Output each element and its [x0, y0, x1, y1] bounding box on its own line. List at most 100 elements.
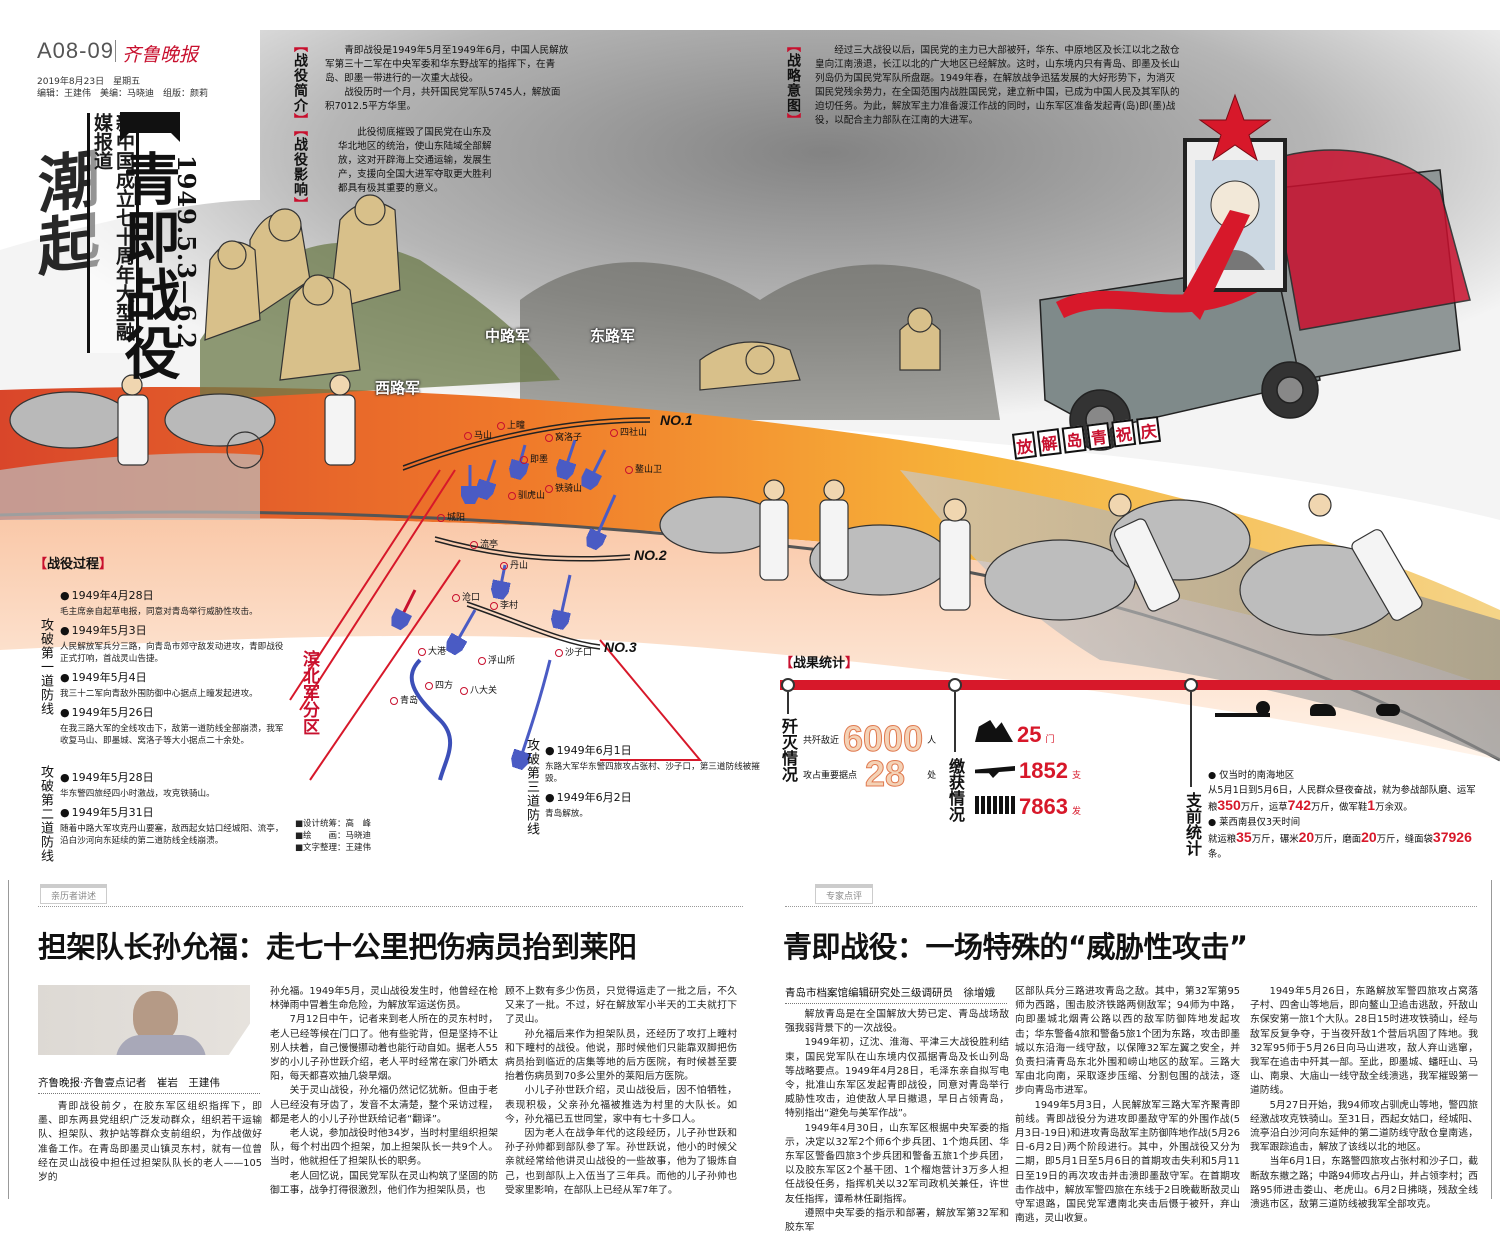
issue-date: 2019年8月23日 星期五 — [37, 77, 141, 87]
west-army-label: 西路军 — [375, 380, 421, 397]
paragraph: 1949年5月26日，东路解放军警四旅攻占窝落子村、四舍山等地后，即向鳌山卫追击… — [1250, 986, 1478, 1097]
stat-value: 28 — [865, 753, 906, 795]
support-region: 莱西南县仅3天时间 — [1219, 817, 1301, 828]
place-label: 上疃 — [497, 418, 525, 431]
place-label: 青岛 — [390, 693, 418, 706]
event-date: 1949年5月26日 — [60, 704, 285, 720]
support-value: 1 — [1367, 797, 1376, 813]
results-heading: 战果统计 — [780, 652, 858, 671]
paragraph: 因为老人在战争年代的这段经历，儿子孙世跃和孙子孙帅都到部队参了军。孙世跃说，他小… — [505, 1128, 737, 1196]
stat-unit: 人 — [927, 735, 937, 746]
newspaper-logo: 齐鲁晚报 — [122, 44, 199, 66]
strategy-label: 战略意图 — [783, 38, 803, 128]
event-text: 随着中路大军攻克丹山要塞，敌西起女姑口经城阳、流亭，沿白沙河向东延续的第二道防线… — [60, 824, 284, 846]
section-divider — [38, 906, 743, 907]
timeline-node — [948, 678, 962, 692]
attack-arrows — [400, 439, 617, 760]
event-date: 1949年4月28日 — [60, 587, 285, 603]
support-value: 20 — [1361, 829, 1377, 845]
captured-unit: 发 — [1071, 807, 1081, 817]
paragraph: 遵照中央军委的指示和部署，解放军第32军和胶东军 — [785, 1207, 1009, 1234]
place-label: 驯虎山 — [508, 488, 545, 501]
timeline-stem — [1190, 692, 1192, 787]
region-lines — [289, 469, 703, 781]
phase-2-events: 1949年5月28日 华东警四旅经四小时激战，攻克铁骑山。 1949年5月31日… — [60, 765, 285, 847]
place-label: 大港 — [418, 644, 446, 657]
support-value: 742 — [1287, 797, 1311, 813]
event-date: 1949年6月2日 — [545, 789, 770, 805]
paragraph: 老人回忆说，国民党军队在灵山构筑了坚固的防御工事，战争打得很激烈，他们作为担架队… — [270, 1170, 498, 1196]
place-label: 马山 — [464, 428, 492, 441]
captured-label: 缴获情况 — [946, 758, 965, 822]
page-number: A08-09 — [37, 38, 114, 63]
timeline-bar — [780, 680, 1500, 690]
portrait-body — [116, 1035, 206, 1055]
event-date: 1949年5月28日 — [60, 769, 285, 785]
feature-dates: 1949.5.3—6.2 — [172, 155, 201, 350]
paragraph: 小儿子孙世跃介绍，灵山战役后，因不怕牺牲，表现积极，父亲孙允福被推选为村里的大队… — [505, 1085, 737, 1125]
timeline-node — [781, 678, 795, 692]
event-date: 1949年6月1日 — [545, 742, 770, 758]
paragraph: 当年6月1日，东路警四旅攻占张村和沙子口，截断敌东撤之路；中路94师攻占丹山，并… — [1250, 1156, 1478, 1211]
paragraph: 1949年初，辽沈、淮海、平津三大战役胜利结束，国民党军队在山东境内仅孤据青岛及… — [785, 1037, 1009, 1120]
interviewee-photo — [38, 985, 250, 1055]
paragraph: 1949年5月3日，人民解放军三路大军齐聚青即前线。青即战役分为进攻即墨敌守军的… — [1015, 1099, 1240, 1225]
timeline-node — [1184, 678, 1198, 692]
credit-line: ■设计统筹：高 峰 — [295, 819, 372, 829]
phase-label: 攻破第二道防线 — [38, 765, 53, 863]
paragraph: 解放青岛是在全国解放大势已定、青岛战场敌强我弱背景下的一次战役。 — [785, 1009, 1009, 1035]
annihilation-row-1: 共歼敌近 6000 人 — [803, 718, 936, 760]
annihilation-label: 歼灭情况 — [779, 718, 798, 782]
impact-text: 此役彻底摧毁了国民党在山东及华北地区的统治，使山东陆域全部解放，这对开辟海上交通… — [338, 127, 492, 194]
coastline — [409, 658, 452, 781]
support-value: 20 — [1298, 829, 1315, 845]
credit-line: ■文字整理：王建伟 — [295, 843, 372, 853]
place-label: 丹山 — [500, 558, 528, 571]
event-text: 人民解放军兵分三路，向青岛市郊守敌发动进攻，青即战役正式打响，首战灵山告捷。 — [60, 642, 284, 664]
support-label: 支前统计 — [1183, 792, 1202, 856]
paragraph: 关于灵山战役，孙允福仍然记忆犹新。但由于老人已经没有牙齿了，发音不太清楚，整个采… — [270, 1085, 498, 1125]
defense-line-3-label: NO.3 — [604, 639, 637, 655]
place-label: 浮山所 — [478, 653, 515, 666]
place-label: 李村 — [490, 598, 518, 611]
support-icons — [1215, 701, 1400, 717]
cannon-icon — [975, 720, 1013, 742]
captured-unit: 支 — [1071, 771, 1081, 781]
defense-line-1 — [402, 417, 651, 467]
right-column-1: 解放青岛是在全国解放大势已定、青岛战场敌强我弱背景下的一次战役。 1949年初，… — [785, 1008, 1009, 1235]
support-text: 万余双。 — [1375, 802, 1413, 813]
impact-label: 战役影响 — [290, 122, 310, 212]
section-tab-expert: 专家点评 — [815, 884, 874, 904]
support-text: 万斤，缝面袋 — [1376, 834, 1433, 845]
support-text: 条。 — [1208, 849, 1227, 860]
place-label: 沧口 — [452, 590, 480, 603]
phase-label: 攻破第三道防线 — [524, 738, 539, 836]
cart-icon — [1215, 701, 1270, 717]
place-label: 八大关 — [460, 683, 497, 696]
support-text: 万斤，碾米 — [1251, 834, 1299, 845]
event-text: 我三十二军向青敌外围防御中心据点上疃发起进攻。 — [60, 689, 258, 699]
place-label: 流亭 — [470, 537, 498, 550]
portrait-head — [133, 991, 178, 1043]
paragraph: 5月27日开始，我94师攻占驯虎山等地，警四旅经激战攻克铁骑山。至31日，西起女… — [1250, 1099, 1478, 1154]
military-district-label: 滨北军分区 — [299, 650, 319, 735]
process-heading: 战役过程 — [34, 553, 112, 572]
paragraph: 孙允福。1949年5月，灵山战役发生时，他曾经在枪林弹雨中冒着生命危险，为解放军… — [270, 986, 498, 1012]
right-column-3: 1949年5月26日，东路解放军警四旅攻占窝落子村、四舍山等地后，即向鳌山卫追击… — [1250, 985, 1478, 1212]
timeline-stem — [954, 692, 956, 752]
event-date: 1949年5月4日 — [60, 669, 285, 685]
intro-paragraph: 战役历时一个月，共歼国民党军队5745人，解放面积7012.5平方华里。 — [325, 87, 561, 112]
grain-bag-icon — [1376, 704, 1400, 716]
stat-unit: 处 — [927, 770, 937, 781]
support-text: 万斤，磨面 — [1314, 834, 1362, 845]
series-title: 新中国成立七十周年大型融媒报道 — [87, 113, 139, 353]
event-text: 华东警四旅经四小时激战，攻克铁骑山。 — [60, 789, 215, 799]
event-text: 东路大军华东警四旅攻占张村、沙子口，第三道防线被摧毁。 — [545, 762, 760, 784]
left-column-2: 孙允福。1949年5月，灵山战役发生时，他曾经在枪林弹雨中冒着生命危险，为解放军… — [270, 985, 498, 1198]
place-label: 即墨 — [520, 452, 548, 465]
captured-value: 7863 — [1019, 794, 1068, 819]
credit-line: ■绘 画：马晓迪 — [295, 831, 372, 841]
support-stats: ● 仅当时的南海地区 从5月1日到5月6日，人民群众昼夜奋战，就为参战部队磨、运… — [1208, 768, 1478, 862]
support-text-a: 从5月1日到5月6日，人民群众昼夜奋战，就为参战部队磨、运军粮350万斤，运草7… — [1208, 783, 1478, 815]
